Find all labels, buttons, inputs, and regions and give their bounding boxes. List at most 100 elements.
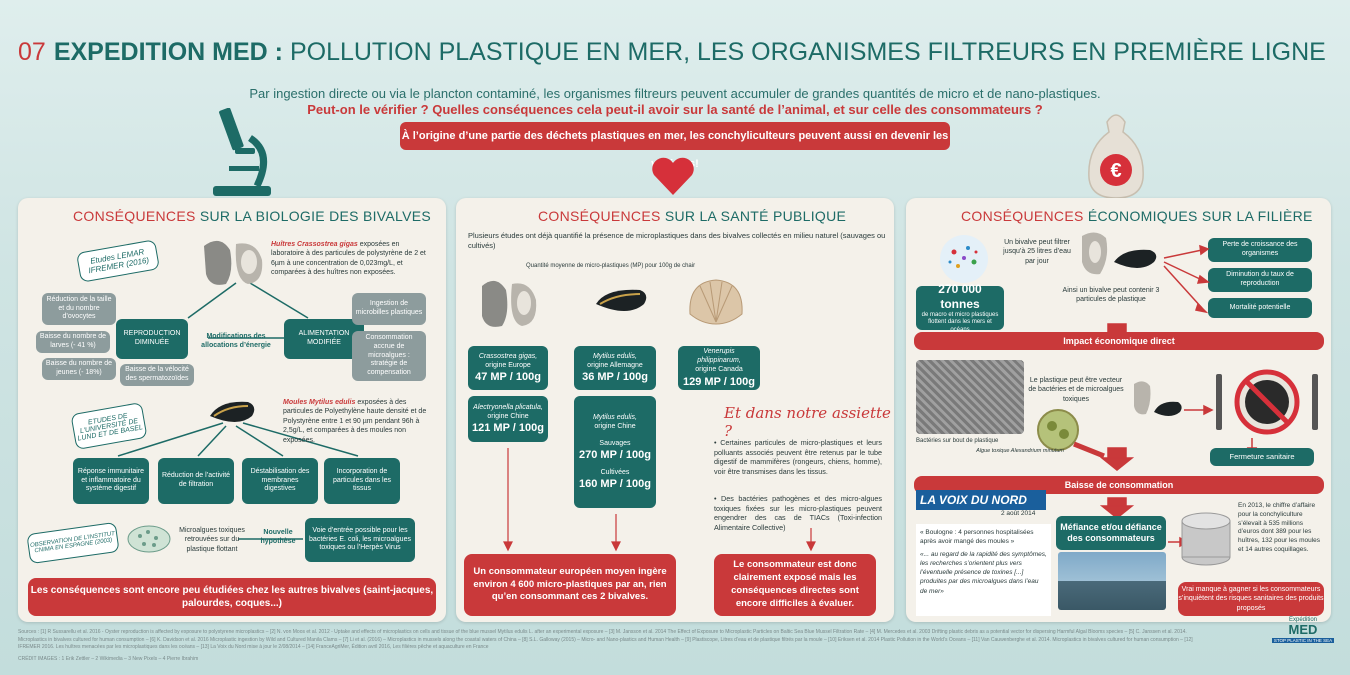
drop-banner: Baisse de consommation <box>914 476 1324 494</box>
filter-text: Un bivalve peut filtrer jusqu’à 25 litre… <box>1003 239 1071 265</box>
origin: origine Allemagne <box>587 361 643 369</box>
bio-footer: Les conséquences sont encore peu étudiée… <box>28 578 436 616</box>
grey-box-spermatozoides: Baisse de la vélocité des spermatozoïdes <box>120 364 194 386</box>
oyster-study-text: Huîtres Crassostrea gigas exposées en la… <box>271 240 431 278</box>
plate-title: Et dans notre assiette ? <box>724 404 891 440</box>
mussel-text: exposées à des particules de Polyethylèn… <box>283 399 427 444</box>
mussel-icon <box>210 401 255 422</box>
magnifier-icon <box>1037 409 1105 459</box>
image-credits: CRÉDIT IMAGES : 1 Erik Zettler – 2 Wikim… <box>18 656 199 662</box>
quote-2: «... au regard de la rapidité des symptô… <box>920 551 1047 595</box>
repro-box: REPRODUCTION DIMINUÉE <box>116 319 188 359</box>
svg-text:€: € <box>1110 160 1121 182</box>
tons-value: 270 000 tonnes <box>938 281 982 311</box>
origin: origine Canada <box>695 366 743 374</box>
box-immunitaire: Réponse immunitaire et inflammatoire du … <box>73 458 149 504</box>
alim-box: ALIMENTATION MODIFIÉE <box>284 319 364 359</box>
mp-value: 36 MP / 100g <box>582 370 648 383</box>
sante-intro: Plusieurs études ont déjà quantifié la p… <box>468 231 886 251</box>
microalgae-icon <box>127 525 171 553</box>
panel-economie: CONSÉQUENCES ÉCONOMIQUES SUR LA FILIÈRE … <box>906 198 1331 622</box>
entry-route-box: Voie d’entrée possible pour les bactérie… <box>305 518 415 562</box>
mp-card-mytilus-allemagne: Mytilus edulis, origine Allemagne 36 MP … <box>574 346 656 390</box>
money-bag-icon: € <box>1088 114 1144 199</box>
mussel-species: Moules Mytilus edulis <box>283 399 356 406</box>
species: Mytilus edulis, <box>593 352 637 360</box>
study-label-lund: ETUDES DE L’UNIVERSITÉ DE LUND ET DE BAS… <box>70 402 148 450</box>
microscope-icon <box>213 108 271 196</box>
origin: origine Europe <box>485 361 531 369</box>
study-label-lemar: Etudes LEMAR IFREMER (2016) <box>76 239 160 283</box>
sources: Sources : [1] R Sussarellu et al. 2016 -… <box>18 629 1193 650</box>
title-teal: SUR LA SANTÉ PUBLIQUE <box>660 208 847 224</box>
title-teal: SUR LA BIOLOGIE DES BIVALVES <box>195 208 432 224</box>
species: Crassostrea gigas, <box>478 352 538 360</box>
mussel-study-text: Moules Mytilus edulis exposées à des par… <box>283 398 433 445</box>
mp-value: 47 MP / 100g <box>475 370 541 383</box>
bacteria-photo <box>916 360 1024 434</box>
tons-box: 270 000 tonnes de macro et micro plastiq… <box>916 282 1004 333</box>
new-hypothesis: Nouvelle hypothèse <box>260 529 296 546</box>
logo-top: Expédition <box>1288 617 1318 623</box>
species: Mytilus edulis, <box>593 413 637 421</box>
logo-main: MED <box>1288 622 1318 637</box>
species: Alectryonella plicatula, <box>473 403 543 411</box>
heart-icon <box>652 157 694 195</box>
mp-card-venerupis: Venerupis philippinarum, origine Canada … <box>678 346 760 390</box>
origin: origine Chine <box>487 412 529 420</box>
closure-box: Fermeture sanitaire <box>1210 448 1314 466</box>
contain-text: Ainsi un bivalve peut contenir 3 particu… <box>1062 287 1160 304</box>
title-red: CONSÉQUENCES <box>961 208 1084 224</box>
wild-label: Sauvages <box>599 439 631 447</box>
clam-icon <box>689 279 743 325</box>
modif-energy: Modifications des allocations d’énergie <box>201 333 271 350</box>
cultivated-value: 160 MP / 100g <box>579 478 651 491</box>
eco-footer: Vrai manque à gagner si les consommateur… <box>1178 582 1324 616</box>
mp-value: 121 MP / 100g <box>472 421 544 434</box>
cultivated-label: Cultivées <box>600 469 630 477</box>
quote-1: « Boulogne : 4 personnes hospitalisées a… <box>920 529 1034 546</box>
study-label-cnima: OBSERVATION DE L’INSTITUT CNIMA EN ESPAG… <box>26 521 120 565</box>
mp-value: 129 MP / 100g <box>683 375 755 388</box>
bact-caption: Bactéries sur bout de plastique <box>916 438 999 444</box>
grey-box-jeunes: Baisse du nombre de jeunes (- 18%) <box>42 358 116 380</box>
oyster-icon <box>482 280 537 327</box>
turnover-text: En 2013, le chiffre d’affaire pour la co… <box>1238 502 1321 553</box>
species: Venerupis philippinarum, <box>697 348 741 365</box>
mp-card-alectryonella: Alectryonella plicatula, origine Chine 1… <box>468 396 548 442</box>
panel-title: CONSÉQUENCES ÉCONOMIQUES SUR LA FILIÈRE <box>961 208 1313 224</box>
grey-box-larves: Baisse du nombre de larves (- 41 %) <box>36 331 110 353</box>
box-filtration: Réduction de l’activité de filtration <box>158 458 234 504</box>
title-teal: ÉCONOMIQUES SUR LA FILIÈRE <box>1083 208 1313 224</box>
sante-footer-left: Un consommateur européen moyen ingère en… <box>464 554 676 616</box>
box-incorporation: Incorporation de particules dans les tis… <box>324 458 400 504</box>
algae-text: Microalgues toxiques retrouvées sur du p… <box>179 527 245 553</box>
coin-stack-icon <box>1181 512 1231 566</box>
intro-text: Par ingestion directe ou via le plancton… <box>249 86 1101 101</box>
sante-footer-right: Le consommateur est donc clairement expo… <box>714 554 876 616</box>
logo-tag: STOP PLASTIC IN THE SEA <box>1272 638 1334 643</box>
panel-title: CONSÉQUENCES SUR LA SANTÉ PUBLIQUE <box>538 208 846 224</box>
origin: origine Chine <box>594 422 636 430</box>
title-red: CONSÉQUENCES <box>538 208 661 224</box>
wild-value: 270 MP / 100g <box>579 448 651 461</box>
qty-label: Quantité moyenne de micro-plastiques (MP… <box>526 263 696 269</box>
grey-box-microalgues: Consommation accrue de microalgues : str… <box>352 331 426 381</box>
effect-reproduction: Diminution du taux de reproduction <box>1208 268 1312 292</box>
title-bold: EXPEDITION MED : <box>53 38 283 66</box>
panel-title: CONSÉQUENCES SUR LA BIOLOGIE DES BIVALVE… <box>73 208 431 224</box>
banner: À l’origine d’une partie des déchets pla… <box>400 122 950 170</box>
oyster-icon <box>204 240 263 285</box>
effect-mortality: Mortalité potentielle <box>1208 298 1312 318</box>
tons-sub: de macro et micro plastiques flottent da… <box>921 311 999 333</box>
newspaper-date: 2 août 2014 <box>1001 510 1036 517</box>
box-membranes: Déstabilisation des membranes digestives <box>242 458 318 504</box>
plastic-particles-icon <box>940 235 988 283</box>
bivalves-icon <box>1082 232 1157 275</box>
intro-question: Peut-on le vérifier ? Quelles conséquenc… <box>307 102 1043 117</box>
mp-card-mytilus-chine: Mytilus edulis, origine Chine Sauvages 2… <box>574 396 656 508</box>
oyster-species: Huîtres Crassostrea gigas <box>271 241 358 248</box>
panel-sante: CONSÉQUENCES SUR LA SANTÉ PUBLIQUE Plusi… <box>456 198 894 622</box>
mp-card-crassostrea: Crassostrea gigas, origine Europe 47 MP … <box>468 346 548 390</box>
forbidden-plate-icon <box>1216 369 1318 435</box>
